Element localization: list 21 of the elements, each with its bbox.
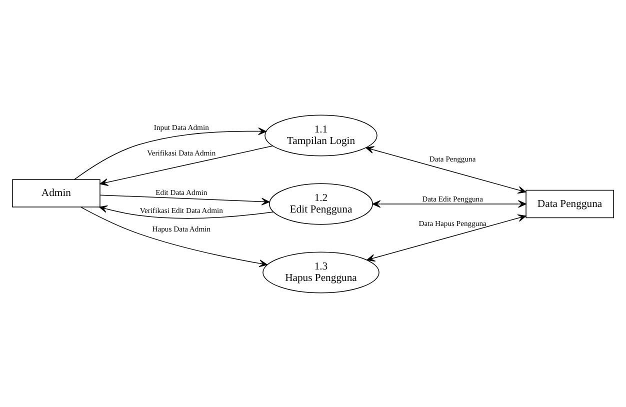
arrow (372, 200, 526, 208)
arrow (99, 204, 274, 218)
arrow (100, 194, 270, 205)
edge-label: Verifikasi Edit Data Admin (140, 206, 223, 215)
edge-label: Hapus Data Admin (152, 224, 211, 233)
node-box: Admin (12, 178, 100, 207)
edge-label: Data Edit Pengguna (422, 194, 484, 204)
edge-label: Data Pengguna (429, 154, 476, 163)
node-ellipse: 1.1 Tampilan Login (264, 114, 378, 156)
arrow (74, 127, 266, 180)
arrow (366, 214, 526, 262)
arrow (100, 145, 274, 186)
edge-label: Verifikasi Data Admin (147, 148, 216, 157)
arrow (80, 206, 268, 267)
node-ellipse: 1.3 Hapus Pengguna (262, 251, 380, 293)
edge-label: Input Data Admin (154, 122, 209, 132)
arrow (366, 146, 526, 194)
edge-label: Edit Data Admin (156, 187, 208, 196)
edge-label: Data Hapus Pengguna (418, 218, 486, 228)
node-ellipse: 1.2 Edit Pengguna (269, 182, 373, 224)
node-box: Data Pengguna (526, 189, 614, 218)
